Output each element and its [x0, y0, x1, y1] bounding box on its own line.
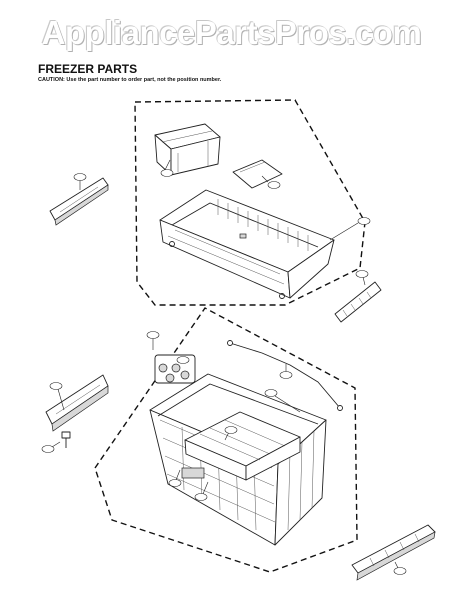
lower-group-outline [94, 307, 358, 573]
caution-note: CAUTION: Use the part number to order pa… [38, 77, 222, 83]
watermark-logo: AppliancePartsPros.com [41, 14, 422, 51]
page-title: FREEZER PARTS [38, 62, 138, 76]
inner-bin[interactable] [168, 411, 301, 487]
upper-group-outline [134, 99, 366, 306]
lower-group-callout [146, 331, 160, 350]
bottom-right-rail[interactable] [351, 524, 436, 581]
fastener-kit[interactable] [154, 354, 196, 384]
divider-sheet[interactable] [232, 159, 283, 189]
upper-freezer-tray[interactable] [154, 123, 221, 177]
left-lower-rail-assembly[interactable] [41, 374, 109, 453]
wire-harness[interactable] [227, 340, 343, 411]
left-upper-rail[interactable] [49, 173, 109, 226]
upper-drawer-basket[interactable] [159, 189, 371, 299]
right-upper-rail[interactable] [334, 270, 382, 323]
